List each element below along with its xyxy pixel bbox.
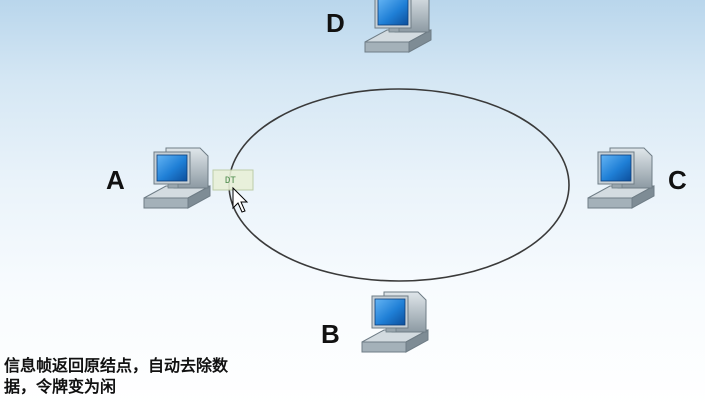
node-label-b: B (321, 319, 340, 349)
token-ring (228, 88, 570, 282)
computer-icon (587, 147, 655, 209)
frame-label: DT (225, 176, 236, 186)
data-frame-indicator: DT (212, 169, 254, 191)
computer-icon (364, 0, 432, 53)
caption-line-1: 信息帧返回原结点，自动去除数 (4, 356, 229, 375)
node-label-d: D (326, 8, 345, 38)
computer-icon (361, 291, 429, 353)
mouse-cursor-icon (232, 186, 249, 213)
caption-line-2: 据，令牌变为闲 (4, 377, 117, 396)
computer-icon (143, 147, 211, 209)
caption-text: 信息帧返回原结点，自动去除数 据，令牌变为闲 (4, 355, 304, 397)
node-label-c: C (668, 165, 687, 195)
node-label-a: A (106, 165, 125, 195)
